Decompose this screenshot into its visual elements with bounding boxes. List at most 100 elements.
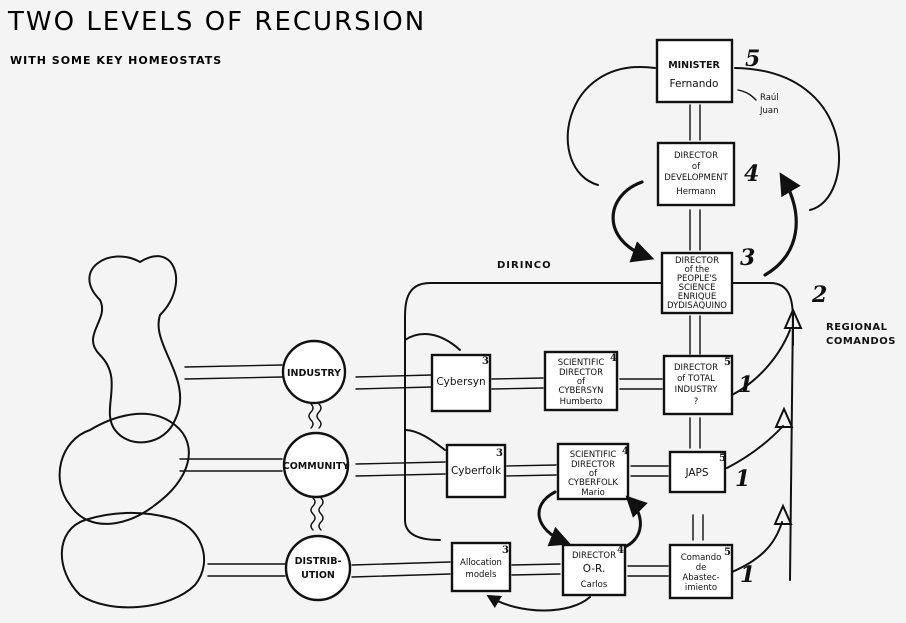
cyberfolk-box xyxy=(445,443,507,499)
industry-circle xyxy=(281,339,347,405)
director-development-line2: of xyxy=(692,162,701,172)
total-industry-number: 5 xyxy=(724,357,731,368)
total-industry-line1: DIRECTOR xyxy=(674,363,718,373)
comando-line4: imiento xyxy=(685,583,717,593)
sci-cybersyn-line3: of xyxy=(577,377,586,387)
total-industry-line2: of TOTAL xyxy=(677,374,715,384)
director-science-line3: PEOPLE'S xyxy=(677,274,717,284)
minister-left-loop xyxy=(566,65,656,186)
arrow-cyberfolk-to-or xyxy=(537,490,571,547)
arrow-development-to-science xyxy=(611,180,655,263)
director-science-line6: DYDISAQUINO xyxy=(667,301,727,311)
director-science-line4: SCIENCE xyxy=(679,283,716,293)
distribution-label-1: DISTRIB- xyxy=(295,556,342,567)
minister-title: MINISTER xyxy=(668,60,720,71)
director-total-industry-box xyxy=(662,354,734,416)
director-or-number: 4 xyxy=(617,545,624,556)
cybersyn-label: Cybersyn xyxy=(436,376,485,388)
sci-cybersyn-line2: DIRECTOR xyxy=(559,368,603,378)
environment-blob-middle xyxy=(58,412,190,525)
scientific-director-cybersyn-box xyxy=(543,350,619,412)
distribution-label-2: UTION xyxy=(301,570,335,581)
sci-cyberfolk-line4: CYBERFOLK xyxy=(568,478,618,488)
total-industry-line4: ? xyxy=(694,397,699,407)
community-label: COMMUNITY xyxy=(283,461,350,472)
allocation-line2: models xyxy=(466,570,497,580)
minister-right-loop xyxy=(734,67,841,211)
sci-cyberfolk-line1: SCIENTIFIC xyxy=(570,450,617,460)
director-or-box xyxy=(561,543,627,597)
director-development-line1: DIRECTOR xyxy=(674,151,718,161)
director-science-line1: DIRECTOR xyxy=(675,256,719,266)
director-development-name: Hermann xyxy=(676,187,715,197)
total-industry-line3: INDUSTRY xyxy=(675,385,719,395)
arrow-or-to-allocation xyxy=(486,594,591,612)
minister-to-development-link xyxy=(689,104,701,141)
juan-label: Juan xyxy=(759,106,779,116)
comando-line1: Comando xyxy=(681,553,722,563)
minister-name: Fernando xyxy=(670,78,719,90)
scientific-to-japs-link xyxy=(630,465,669,477)
dirinco-loop xyxy=(404,282,663,541)
number-1-industry: 1 xyxy=(738,372,753,398)
cybersyn-box xyxy=(430,353,492,413)
comando-line2: de xyxy=(696,563,707,573)
operations-to-s3-links xyxy=(351,374,451,578)
science-to-industry-link xyxy=(689,315,701,355)
cybersyn-number: 3 xyxy=(482,356,489,367)
development-to-science-link xyxy=(689,209,701,251)
director-development-box xyxy=(656,141,736,207)
japs-number: 5 xyxy=(719,453,726,464)
regional-label-1: REGIONAL xyxy=(826,322,888,333)
dirinco-label: DIRINCO xyxy=(497,260,552,271)
director-or-line1: DIRECTOR xyxy=(572,551,616,561)
industry-to-japs-link xyxy=(689,417,701,449)
blob-to-operations-links xyxy=(179,364,286,577)
minister-box xyxy=(655,38,734,104)
circle-interaction-squiggles xyxy=(308,403,324,531)
page-subtitle: WITH SOME KEY HOMEOSTATS xyxy=(10,54,222,67)
director-peoples-science-box xyxy=(660,251,734,315)
sci-cybersyn-line1: SCIENTIFIC xyxy=(558,358,605,368)
sci-cyberfolk-line3: of xyxy=(589,469,598,479)
inner-loop-community xyxy=(404,429,446,451)
japs-box xyxy=(668,450,727,494)
allocation-models-box xyxy=(450,541,512,593)
number-5-top: 5 xyxy=(745,46,760,72)
director-science-line5: ENRIQUE xyxy=(678,292,716,302)
number-2: 2 xyxy=(811,282,827,308)
cyberfolk-label: Cyberfolk xyxy=(451,465,502,477)
sci-cybersyn-line4: CYBERSYN xyxy=(558,386,603,396)
director-or-name: Carlos xyxy=(581,580,608,590)
arrow-or-to-cyberfolk xyxy=(620,495,648,550)
allocation-line1: Allocation xyxy=(460,558,502,568)
or-to-comando-link xyxy=(627,565,669,577)
community-circle xyxy=(282,431,350,499)
sci-cyberfolk-number: 4 xyxy=(622,446,629,457)
number-3: 3 xyxy=(740,245,755,271)
sci-cyberfolk-line2: DIRECTOR xyxy=(571,460,615,470)
allocation-to-or-link xyxy=(511,563,561,576)
number-1-comando: 1 xyxy=(740,562,755,588)
industry-label: INDUSTRY xyxy=(287,368,341,379)
raul-label: Raúl xyxy=(760,93,779,103)
scientific-to-total-industry-link xyxy=(619,378,663,390)
regional-label-2: COMANDOS xyxy=(826,336,896,347)
raul-pointer xyxy=(737,89,757,101)
director-or-line2: O-R. xyxy=(583,563,606,575)
environment-blob-bottom xyxy=(60,511,205,609)
comando-abastecimiento-box xyxy=(668,543,734,600)
comando-number: 5 xyxy=(724,547,731,558)
arrow-science-to-development xyxy=(763,172,801,277)
environment-blob-top xyxy=(88,255,182,444)
cyberfolk-number: 3 xyxy=(496,448,503,459)
sci-cybersyn-name: Humberto xyxy=(560,397,603,407)
japs-to-comando-link xyxy=(692,514,704,541)
director-science-line2: of the xyxy=(685,265,710,275)
japs-label: JAPS xyxy=(684,467,708,479)
sci-cybersyn-number: 4 xyxy=(610,353,617,364)
cyberfolk-to-scientific-link xyxy=(506,464,557,477)
scientific-director-cyberfolk-box xyxy=(556,442,630,501)
